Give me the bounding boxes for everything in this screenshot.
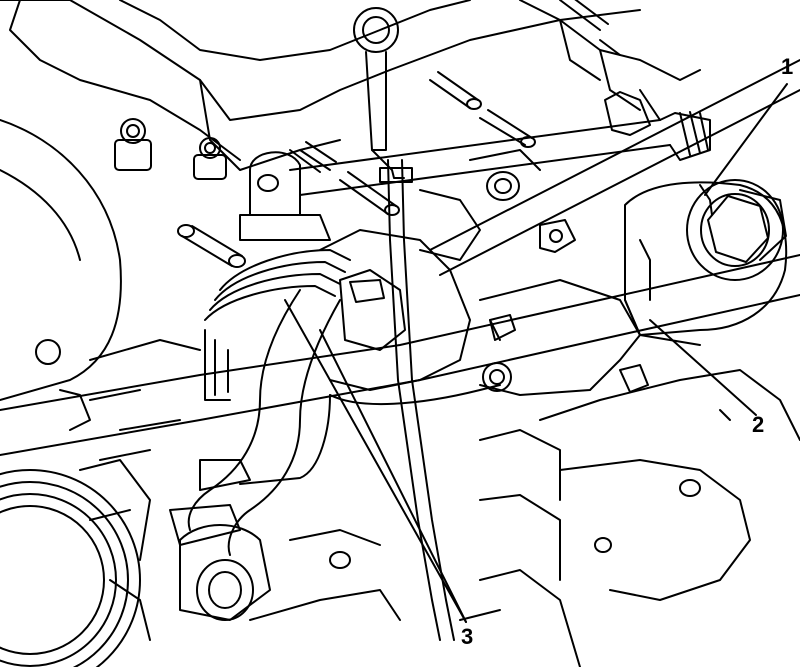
gasket bbox=[204, 249, 351, 401]
seal-loop bbox=[239, 384, 501, 485]
left-stud bbox=[177, 224, 246, 268]
callout-label-3: 3 bbox=[461, 624, 474, 649]
left-housing bbox=[0, 119, 122, 401]
tube-bracket bbox=[239, 151, 331, 241]
leader-line-1 bbox=[704, 83, 788, 196]
cooler-tube bbox=[289, 89, 711, 196]
leader-line-3 bbox=[284, 299, 467, 623]
crank-pulley bbox=[0, 459, 151, 667]
dipstick bbox=[353, 7, 455, 641]
leader-line-2 bbox=[649, 319, 757, 416]
filter-mount bbox=[479, 219, 649, 396]
leader-line-3b bbox=[319, 329, 467, 623]
callout-label-1: 1 bbox=[781, 54, 794, 79]
oil-filter-housing bbox=[624, 179, 788, 346]
callout-label-2: 2 bbox=[752, 412, 765, 437]
left-lower-struts bbox=[59, 339, 201, 461]
coolant-hose bbox=[169, 289, 341, 556]
leader-lines bbox=[284, 83, 788, 623]
stud-pins bbox=[289, 0, 621, 216]
bolt-group bbox=[114, 118, 227, 180]
center-housing bbox=[319, 149, 541, 391]
lower-bracket bbox=[179, 524, 401, 621]
engine-block-lower-right bbox=[459, 369, 800, 667]
